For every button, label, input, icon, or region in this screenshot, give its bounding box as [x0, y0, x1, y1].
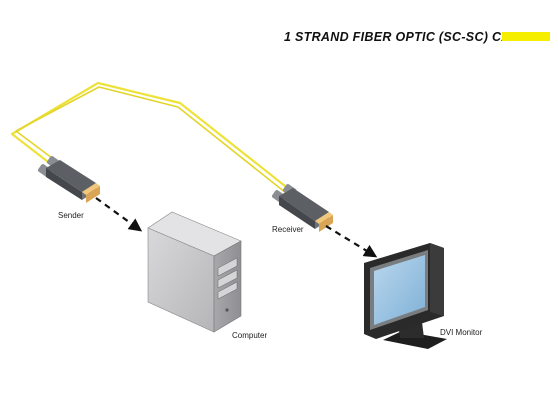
sender-label: Sender	[58, 211, 84, 220]
sender-to-computer-arrow	[95, 197, 143, 232]
receiver-label: Receiver	[272, 225, 304, 234]
computer-tower	[147, 211, 242, 333]
fiber-optic-cable	[10, 81, 291, 194]
receiver-to-monitor-arrow	[325, 225, 378, 258]
cable-legend-label: 1 STRAND FIBER OPTIC (SC-SC) CABLE	[284, 30, 537, 44]
cable-legend-swatch	[502, 32, 550, 41]
sender-module	[38, 156, 100, 203]
receiver-module	[272, 184, 333, 232]
computer-label: Computer	[232, 331, 268, 340]
dvi-monitor	[364, 243, 447, 349]
monitor-label: DVI Monitor	[440, 328, 483, 337]
